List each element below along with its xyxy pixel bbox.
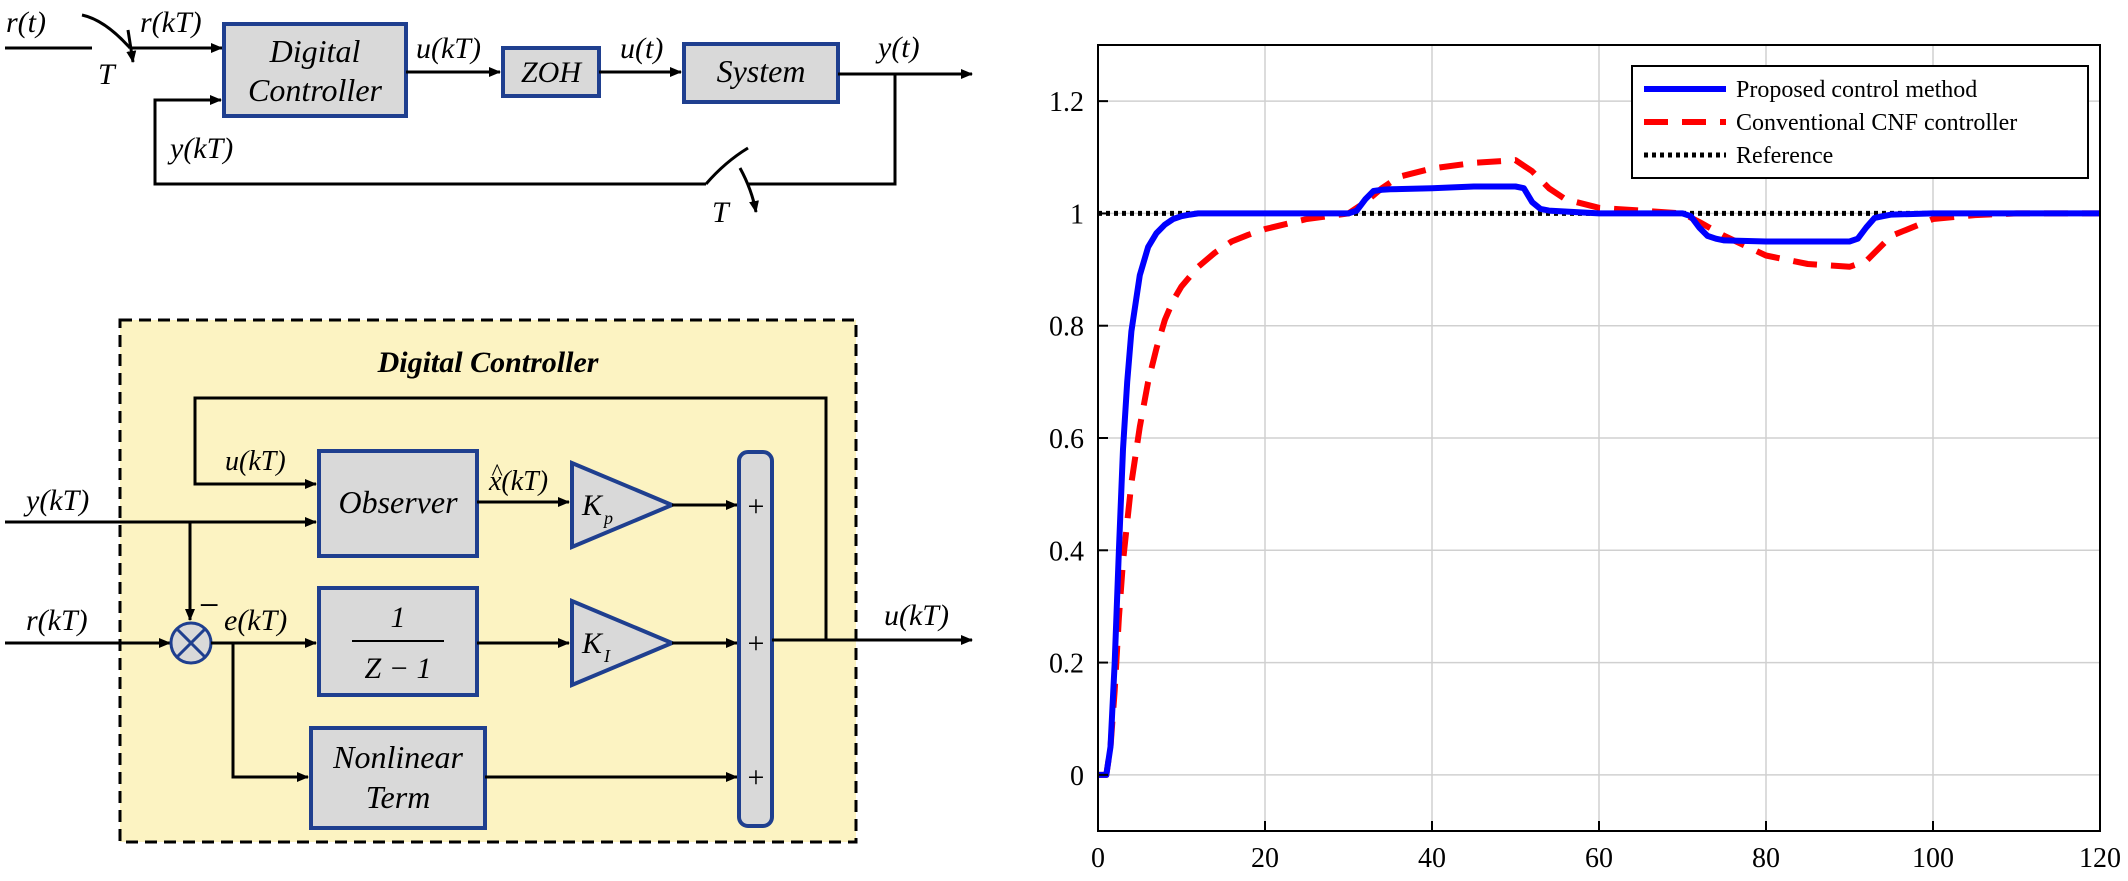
integrator-denominator: Z − 1 <box>365 652 432 685</box>
zoh-label: ZOH <box>521 56 583 89</box>
sampler-switch-2 <box>704 146 749 185</box>
feedback-wire <box>748 74 897 186</box>
ki-label: K <box>581 627 604 660</box>
integrator-numerator: 1 <box>391 601 406 634</box>
x-tick-label: 60 <box>1585 843 1613 874</box>
sampler-switch-1 <box>81 13 132 49</box>
plus-sign-3: + <box>748 761 765 794</box>
label-e-kT: e(kT) <box>224 604 287 637</box>
digital-controller-block <box>222 22 408 118</box>
label-xhat-kT: x(kT) <box>488 466 548 497</box>
controller-detail-diagram: Digital Controller u(kT) y(kT) Observer … <box>5 318 973 844</box>
series-line-conventional-cnf-controller <box>1098 157 2100 778</box>
nonlinear-label-line2: Term <box>366 779 431 815</box>
feedback-wire <box>153 95 706 186</box>
label-T-2: T <box>712 196 731 229</box>
x-tick-label: 20 <box>1251 843 1279 874</box>
response-chart: 0 20 40 60 80 100 120 0 0.2 0.4 0.6 0.8 1 1.2 Propose… <box>1049 44 2121 874</box>
system-label: System <box>717 53 806 89</box>
zoh-block <box>501 46 601 98</box>
nonlinear-term-block <box>309 726 487 830</box>
label-y-kT-inner: y(kT) <box>23 484 89 517</box>
y-tick-label: 1.2 <box>1049 87 1084 118</box>
sampler-arrow-1 <box>126 29 137 63</box>
y-tick-label: 1 <box>1070 199 1084 230</box>
y-tick-label: 0.8 <box>1049 312 1084 343</box>
series-line-proposed-control-method <box>1098 183 2100 778</box>
y-tick-label: 0 <box>1070 761 1084 792</box>
ki-gain-block <box>570 597 678 689</box>
series-group <box>1098 157 2100 778</box>
controller-label-line1: Digital <box>269 33 361 69</box>
u-feedback-wire <box>193 396 828 640</box>
junction-cross <box>175 627 207 659</box>
legend-entry: Proposed control method <box>1736 77 1977 103</box>
system-block <box>682 42 840 104</box>
plus-sign-1: + <box>748 490 765 523</box>
label-y-kT: y(kT) <box>167 132 233 165</box>
x-tick-label: 40 <box>1418 843 1446 874</box>
legend-entry: Conventional CNF controller <box>1736 110 2017 136</box>
sampler-arrow-2 <box>738 167 759 213</box>
label-r-kT: r(kT) <box>140 6 202 39</box>
controller-label-line2: Controller <box>248 72 382 108</box>
legend-entry: Reference <box>1736 143 1833 169</box>
wire <box>231 643 309 782</box>
x-tick-label: 0 <box>1091 843 1105 874</box>
y-tick-label: 0.4 <box>1049 536 1084 567</box>
label-u-kT-inner: u(kT) <box>225 446 286 477</box>
label-y-t: y(t) <box>875 31 920 64</box>
label-r-kT-inner: r(kT) <box>26 604 88 637</box>
tick-labels: 0 20 40 60 80 100 120 0 0.2 0.4 0.6 0.8 1 1.2 <box>1049 87 2121 874</box>
y-tick-label: 0.2 <box>1049 649 1084 680</box>
controller-boundary <box>118 318 858 844</box>
x-tick-label: 100 <box>1912 843 1954 874</box>
label-T-1: T <box>98 58 117 91</box>
minus-sign: − <box>199 585 219 625</box>
top-block-diagram: r(t) T r(kT) Digital Controller u(kT) ZO… <box>5 6 973 229</box>
kp-subscript: p <box>602 508 613 528</box>
label-u-t: u(t) <box>620 32 663 65</box>
kp-gain-block <box>570 459 678 551</box>
observer-block <box>317 449 479 558</box>
kp-label: K <box>581 489 604 522</box>
legend-box <box>1631 65 2089 179</box>
plus-sign-2: + <box>748 627 765 660</box>
xhat-hat: ^ <box>491 460 503 486</box>
label-r-t: r(t) <box>6 6 46 39</box>
label-u-kT-out: u(kT) <box>884 599 949 632</box>
ki-subscript: I <box>603 646 611 666</box>
nonlinear-label-line1: Nonlinear <box>332 739 463 775</box>
label-u-kT: u(kT) <box>416 32 481 65</box>
y-tick-label: 0.6 <box>1049 424 1084 455</box>
x-tick-label: 120 <box>2079 843 2121 874</box>
x-tick-label: 80 <box>1752 843 1780 874</box>
controller-title: Digital Controller <box>377 346 599 379</box>
observer-label: Observer <box>338 484 458 520</box>
